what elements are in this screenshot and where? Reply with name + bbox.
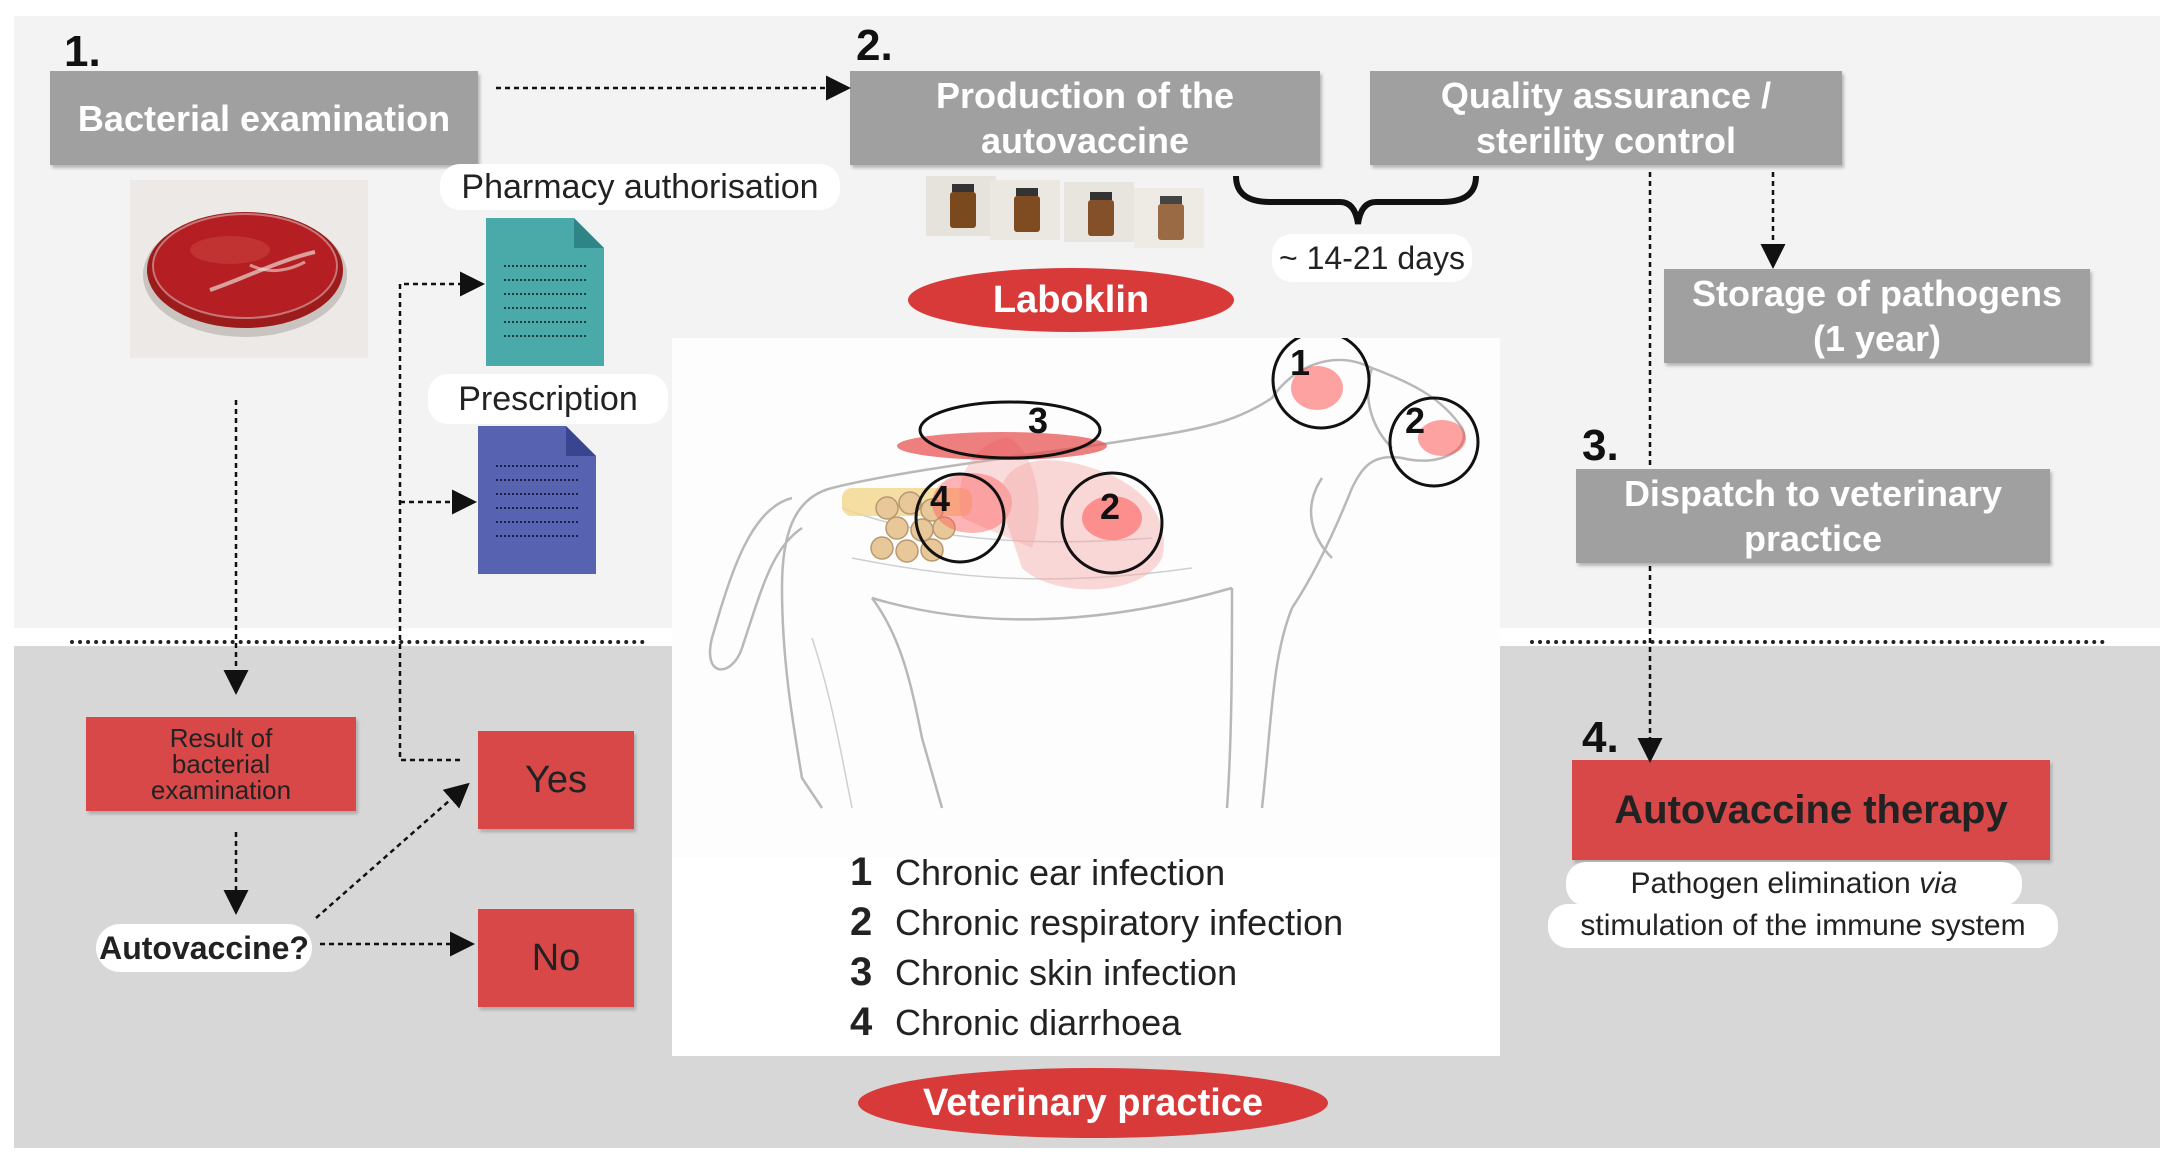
prescription-label: Prescription bbox=[428, 374, 668, 424]
dispatch-box: Dispatch to veterinary practice bbox=[1576, 469, 2050, 563]
elimination-via: via bbox=[1919, 867, 1958, 900]
legend-num-4: 4 bbox=[850, 1000, 873, 1044]
step-number-4: 4. bbox=[1582, 713, 1619, 762]
legend-item-3: 3 Chronic skin infection bbox=[850, 950, 1237, 995]
legend-item-1: 1 Chronic ear infection bbox=[850, 850, 1225, 895]
dog-illustration: 1 2 3 4 2 bbox=[672, 330, 1500, 858]
pharmacy-authorisation-label: Pharmacy authorisation bbox=[440, 164, 840, 210]
pharmacy-document-icon bbox=[486, 218, 604, 371]
legend-text-4: Chronic diarrhoea bbox=[895, 1002, 1182, 1043]
legend-num-1: 1 bbox=[850, 850, 873, 894]
elimination-line-2: stimulation of the immune system bbox=[1548, 904, 2058, 948]
elimination-text-a: Pathogen elimination bbox=[1630, 867, 1920, 900]
step-number-1: 1. bbox=[64, 27, 101, 76]
dotted-separator-left bbox=[70, 640, 645, 644]
veterinary-practice-label: Veterinary practice bbox=[858, 1068, 1328, 1138]
legend-panel bbox=[672, 858, 1500, 1056]
laboklin-label: Laboklin bbox=[908, 268, 1234, 332]
marker-2-body-label: 2 bbox=[1100, 486, 1121, 527]
step-number-3: 3. bbox=[1582, 421, 1619, 470]
marker-4-label: 4 bbox=[930, 478, 951, 519]
marker-2-head-label: 2 bbox=[1405, 400, 1426, 441]
legend-num-2: 2 bbox=[850, 900, 873, 944]
result-box: Result of bacterial examination bbox=[86, 717, 356, 811]
legend-text-3: Chronic skin infection bbox=[895, 952, 1238, 993]
autovaccine-therapy-box: Autovaccine therapy bbox=[1572, 760, 2050, 860]
elimination-line-1: Pathogen elimination via bbox=[1566, 862, 2022, 906]
storage-box: Storage of pathogens (1 year) bbox=[1664, 269, 2090, 363]
legend-text-2: Chronic respiratory infection bbox=[895, 902, 1344, 943]
step-number-2: 2. bbox=[856, 21, 893, 70]
marker-1-label: 1 bbox=[1290, 342, 1311, 383]
legend-item-4: 4 Chronic diarrhoea bbox=[850, 1000, 1181, 1045]
production-box: Production of the autovaccine bbox=[850, 71, 1320, 165]
petri-dish-photo bbox=[130, 180, 368, 358]
legend-item-2: 2 Chronic respiratory infection bbox=[850, 900, 1343, 945]
prescription-document-icon bbox=[478, 426, 596, 579]
yes-box: Yes bbox=[478, 731, 634, 829]
days-label: ~ 14-21 days bbox=[1272, 234, 1472, 282]
vials-photo bbox=[926, 172, 1206, 252]
bacterial-examination-box: Bacterial examination bbox=[50, 71, 478, 165]
quality-assurance-box: Quality assurance / sterility control bbox=[1370, 71, 1842, 165]
no-box: No bbox=[478, 909, 634, 1007]
marker-3-label: 3 bbox=[1028, 400, 1049, 441]
time-brace bbox=[1233, 175, 1479, 225]
dotted-separator-right bbox=[1530, 640, 2105, 644]
autovaccine-question-label: Autovaccine? bbox=[96, 924, 312, 972]
legend-text-1: Chronic ear infection bbox=[895, 852, 1226, 893]
legend-num-3: 3 bbox=[850, 950, 873, 994]
